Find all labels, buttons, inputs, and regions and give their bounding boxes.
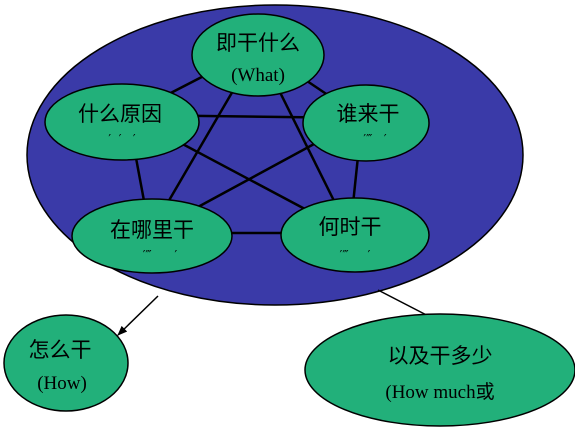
node-where-marks: ′‴ ′ — [143, 248, 178, 262]
node-what: 即干什么 (What) — [191, 13, 325, 97]
node-how-subtitle: (How) — [37, 373, 87, 394]
node-what-subtitle: (What) — [231, 65, 285, 86]
node-how-shape — [3, 314, 129, 412]
node-when-title: 何时干 — [319, 215, 382, 239]
node-how-much: 以及干多少 (How much或 — [304, 313, 575, 427]
node-how-much-subtitle: (How much或 — [385, 381, 494, 403]
node-who: 谁来干 ′‴ ′ — [302, 84, 430, 162]
node-when-shape — [280, 197, 430, 273]
node-why-marks: ′ ′ ′ — [108, 132, 136, 146]
node-how-title: 怎么干 — [29, 338, 92, 362]
node-who-marks: ′‴ ′ — [363, 132, 386, 146]
node-when-marks: ′‴ ′ — [340, 248, 371, 262]
node-where-shape — [71, 198, 233, 274]
node-how-much-title: 以及干多少 — [388, 344, 493, 368]
node-what-title: 即干什么 — [216, 31, 300, 55]
node-why-title: 什么原因 — [78, 102, 162, 126]
node-how: 怎么干 (How) — [3, 314, 129, 412]
node-how-much-shape — [304, 313, 575, 427]
node-who-title: 谁来干 — [337, 102, 400, 126]
node-who-shape — [302, 84, 430, 162]
node-where-title: 在哪里干 — [110, 218, 194, 242]
node-why-shape — [44, 83, 200, 161]
node-what-shape — [191, 13, 325, 97]
arrow-to-how — [117, 295, 159, 336]
node-why: 什么原因 ′ ′ ′ — [44, 83, 200, 161]
node-where: 在哪里干 ′‴ ′ — [71, 198, 233, 274]
node-when: 何时干 ′‴ ′ — [280, 197, 430, 273]
